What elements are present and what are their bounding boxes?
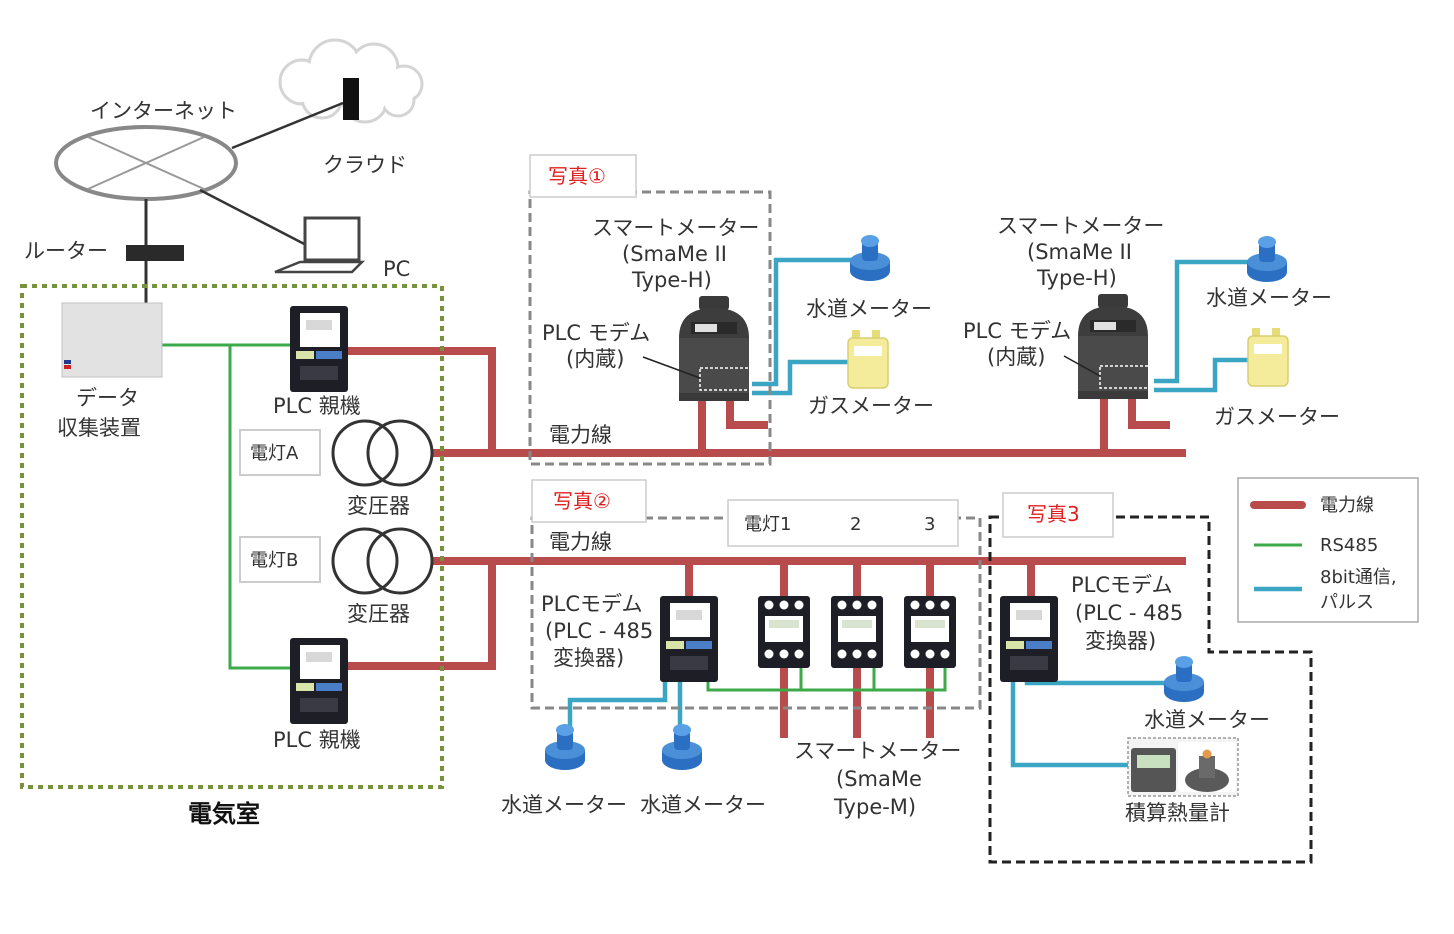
- water-meter-2-icon: [1247, 236, 1287, 282]
- plc-master-bottom: [290, 638, 348, 724]
- data-collector-label-line1: データ: [76, 386, 139, 410]
- legend-power-label: 電力線: [1320, 495, 1374, 516]
- photo2-tag: [531, 479, 647, 523]
- power-lines: [348, 347, 1186, 738]
- transformer-b-icon: [331, 527, 434, 595]
- water-meter-5-icon: [1164, 656, 1204, 702]
- photo3-label: 写真3: [1027, 502, 1080, 526]
- lights-header-1: 電灯1: [744, 514, 791, 535]
- power-line-2-label: 電力線: [549, 530, 612, 554]
- lights-header-box: [727, 499, 959, 547]
- water-meter-4-icon: [662, 724, 702, 770]
- plc-485-b-modem: [1000, 596, 1058, 682]
- plc-builtin2-pointer: [1063, 355, 1101, 377]
- photo1-area: [528, 190, 772, 466]
- smart-meter-h2-modem: [1099, 365, 1151, 389]
- photo1-tag: [529, 154, 637, 198]
- cloud-server: [343, 78, 359, 120]
- smart-meter-h1-label-2: (SmaMe II: [622, 242, 727, 266]
- water-meter-3-label: 水道メーター: [501, 793, 627, 817]
- legend-pulse-label-1: 8bit通信,: [1320, 567, 1397, 588]
- pulse-lines: [567, 257, 1252, 768]
- legend-pulse-label-2: パルス: [1320, 592, 1374, 613]
- smart-meter-h1-label-3: Type-H): [631, 268, 712, 292]
- light-a-box: [239, 429, 321, 476]
- smart-meter-h1: [679, 296, 749, 401]
- photo1-label: 写真①: [548, 164, 606, 188]
- plc-485-a-label-2: (PLC - 485: [545, 619, 653, 643]
- plc-master-top-label: PLC 親機: [273, 394, 361, 418]
- smart-meter-h2-label-1: スマートメーター: [997, 214, 1164, 238]
- water-meter-5-label: 水道メーター: [1144, 708, 1270, 732]
- internet-cloud-link: [231, 101, 344, 150]
- transformer-b-label: 変圧器: [347, 602, 410, 626]
- smart-meter-h1-modem: [699, 367, 751, 391]
- photo2-label: 写真②: [553, 489, 611, 513]
- light-b-label: 電灯B: [250, 550, 298, 571]
- internet-icon: [54, 125, 238, 201]
- light-b-box: [239, 536, 321, 583]
- lights-header-2: 2: [850, 514, 861, 535]
- plc-master-top: [290, 306, 348, 392]
- electric-room-area: [20, 284, 444, 789]
- heat-meter-icon: [1127, 737, 1239, 797]
- gas-meter-2-label: ガスメーター: [1214, 405, 1340, 429]
- plc-485-a-label-3: 変換器): [553, 646, 624, 670]
- pc-label: PC: [383, 257, 410, 281]
- light-a-label: 電灯A: [250, 443, 299, 464]
- water-meter-4-label: 水道メーター: [640, 793, 766, 817]
- internet-pc-link: [199, 188, 313, 250]
- water-meter-3-icon: [545, 724, 585, 770]
- water-meter-1-icon: [850, 235, 890, 281]
- gas-meter-2-icon: [1247, 327, 1289, 387]
- cloud-label: クラウド: [323, 153, 407, 177]
- photo3-tag: [1002, 492, 1114, 538]
- smart-meter-h2-label-3: Type-H): [1036, 266, 1117, 290]
- photo3-area: [988, 515, 1313, 864]
- internet-label: インターネット: [90, 99, 237, 123]
- plc-485-a-label-1: PLCモデム: [541, 592, 643, 616]
- plc-builtin1-label-1: PLC モデム: [542, 321, 650, 345]
- smart-meter-m3: [904, 596, 956, 668]
- heat-meter-label: 積算熱量計: [1125, 801, 1230, 825]
- lights-header-3: 3: [924, 514, 935, 535]
- plc-485-b-label-2: (PLC - 485: [1075, 601, 1183, 625]
- legend-rs485-label: RS485: [1320, 535, 1378, 556]
- plc-485-a-modem: [660, 596, 718, 682]
- legend: 電力線 RS485 8bit通信, パルス: [1237, 477, 1419, 623]
- data-collector: [61, 302, 163, 378]
- smart-meter-m2: [831, 596, 883, 668]
- smart-meter-m-label-3: Type-M): [833, 795, 916, 819]
- smart-meter-m-label-1: スマートメーター: [794, 739, 961, 763]
- gas-meter-1-label: ガスメーター: [808, 394, 934, 418]
- smart-meter-m-label-2: (SmaMe: [836, 767, 922, 791]
- smart-meter-m1: [758, 596, 810, 668]
- plc-builtin2-label-1: PLC モデム: [963, 319, 1071, 343]
- pc-icon: [274, 216, 366, 274]
- data-collector-label-line2: 収集装置: [57, 416, 141, 440]
- smart-meter-h2: [1078, 294, 1148, 399]
- transformer-a-icon: [331, 419, 434, 487]
- router-label: ルーター: [24, 239, 108, 263]
- power-line-1-label: 電力線: [549, 423, 612, 447]
- plc-master-bottom-label: PLC 親機: [273, 728, 361, 752]
- plc-builtin2-label-2: (内蔵): [987, 345, 1045, 369]
- gas-meter-1-icon: [847, 329, 889, 389]
- transformer-a-label: 変圧器: [347, 494, 410, 518]
- plc-builtin1-label-2: (内蔵): [566, 347, 624, 371]
- water-meter-1-label: 水道メーター: [806, 297, 932, 321]
- plc-485-b-label-3: 変換器): [1085, 629, 1156, 653]
- router-icon: [126, 245, 184, 261]
- water-meter-2-label: 水道メーター: [1206, 286, 1332, 310]
- plc-485-b-label-1: PLCモデム: [1071, 573, 1173, 597]
- smart-meter-h2-label-2: (SmaMe II: [1027, 240, 1132, 264]
- electric-room-label: 電気室: [188, 800, 260, 828]
- smart-meter-h1-label-1: スマートメーター: [592, 216, 759, 240]
- plc-builtin1-pointer: [642, 356, 701, 379]
